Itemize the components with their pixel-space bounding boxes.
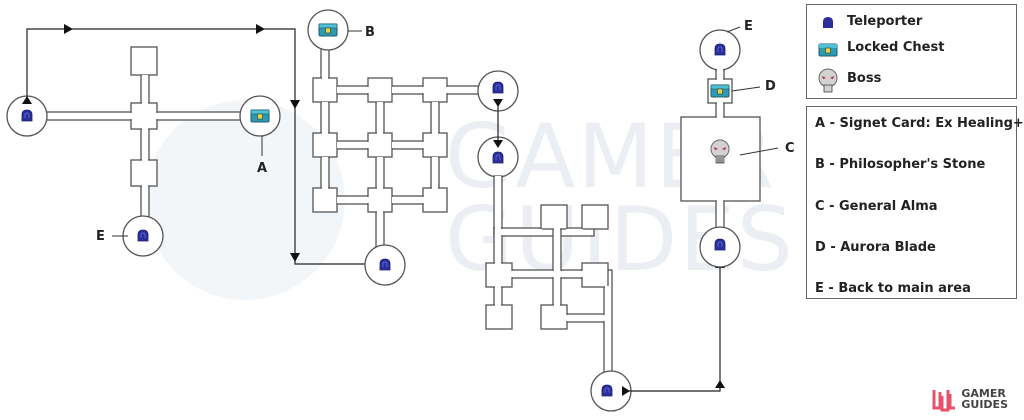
room xyxy=(312,77,338,103)
room xyxy=(367,132,393,158)
room xyxy=(422,187,448,213)
teleporter-icon xyxy=(601,384,613,397)
route-path-3 xyxy=(622,260,725,396)
route-path-2 xyxy=(493,99,503,148)
key-item-e: E - Back to main area xyxy=(815,281,971,296)
teleporter-icon xyxy=(379,258,391,271)
teleporter-icon xyxy=(137,229,149,242)
locked-chest-icon xyxy=(710,84,730,98)
label-b: B xyxy=(365,25,375,40)
teleporter-icon xyxy=(492,151,504,164)
teleporter-icon xyxy=(492,81,504,94)
legend-chest-label: Locked Chest xyxy=(847,40,945,55)
room xyxy=(312,132,338,158)
brand-logo-icon xyxy=(932,390,956,412)
label-a: A xyxy=(257,161,267,176)
room xyxy=(130,46,158,76)
room xyxy=(367,77,393,103)
brand-line1: GAMER xyxy=(961,387,1006,400)
legend-teleporter-label: Teleporter xyxy=(847,14,923,29)
route-path-1 xyxy=(22,24,379,269)
key-panel: A - Signet Card: Ex Healing+ B - Philoso… xyxy=(806,106,1024,299)
room xyxy=(367,187,393,213)
teleporter-icon xyxy=(21,109,33,122)
legend-icons xyxy=(818,17,838,93)
label-e-left: E xyxy=(96,229,105,244)
room xyxy=(485,304,513,330)
boss-icon xyxy=(818,68,838,93)
room xyxy=(312,187,338,213)
boss-area: D C E xyxy=(680,19,795,268)
room xyxy=(540,204,568,230)
room xyxy=(581,204,609,230)
locked-chest-icon xyxy=(318,23,338,37)
room xyxy=(422,132,448,158)
grid-area xyxy=(312,47,481,249)
teleporter-icon xyxy=(714,43,726,56)
left-area: A E xyxy=(6,46,281,257)
brand-logo[interactable]: GAMER GUIDES xyxy=(931,386,1008,412)
brand-line2: GUIDES xyxy=(961,398,1008,411)
room xyxy=(422,77,448,103)
key-item-d: D - Aurora Blade xyxy=(815,240,936,255)
teleporter-icon xyxy=(714,238,726,251)
locked-chest-icon xyxy=(818,43,838,57)
room xyxy=(485,262,513,288)
legend-boss-label: Boss xyxy=(847,71,882,86)
label-c: C xyxy=(785,141,795,156)
key-item-a: A - Signet Card: Ex Healing+ xyxy=(815,116,1024,131)
room xyxy=(540,304,568,330)
room xyxy=(581,262,609,288)
label-d: D xyxy=(765,79,776,94)
key-item-b: B - Philosopher's Stone xyxy=(815,157,986,172)
room xyxy=(130,102,158,130)
locked-chest-icon xyxy=(250,109,270,123)
lower-area xyxy=(485,175,613,376)
room xyxy=(130,159,158,187)
key-item-c: C - General Alma xyxy=(815,199,938,214)
label-e-right: E xyxy=(744,19,753,34)
legend-panel: Teleporter Locked Chest Boss xyxy=(806,4,1017,99)
teleporter-icon xyxy=(823,17,833,28)
